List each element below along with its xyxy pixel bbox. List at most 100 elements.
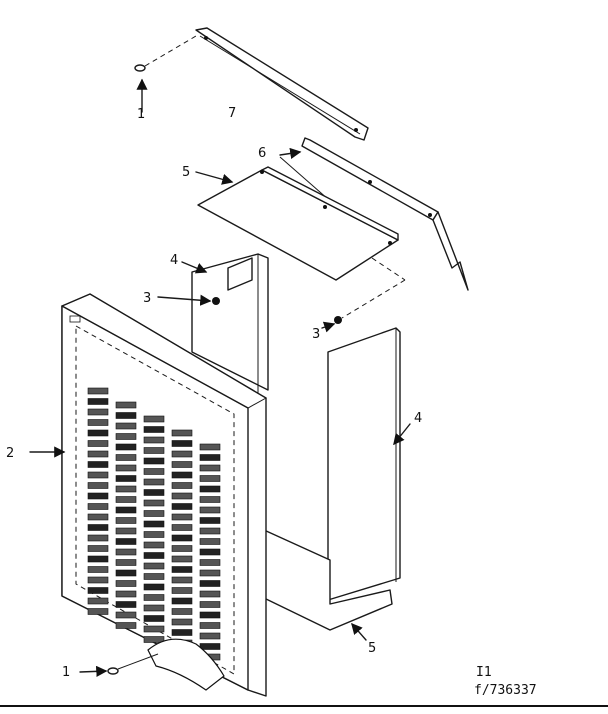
louver-slot [115, 622, 137, 629]
louver-slot [143, 415, 165, 423]
louver-slot [143, 478, 165, 486]
louver-slot [171, 587, 193, 594]
louver-slot [87, 566, 109, 573]
louver-slot [87, 534, 109, 542]
figure-number: f/736337 [474, 683, 537, 698]
louver-slot [143, 468, 165, 475]
louver-slot [199, 517, 221, 524]
louver-slot [115, 433, 137, 440]
louver-slot [115, 569, 137, 577]
callout-1-bottom: 1 [62, 665, 70, 680]
louver-slot [199, 601, 221, 608]
louver-slot [171, 597, 193, 605]
louver-slot [115, 475, 137, 482]
louver-slot [115, 611, 137, 619]
louver-slot [171, 629, 193, 636]
louver-slot [143, 510, 165, 517]
callout-6: 6 [258, 146, 266, 161]
louver-slot [143, 552, 165, 559]
louver-slot [115, 559, 137, 566]
callout-5-top: 5 [182, 165, 190, 180]
louver-slot [87, 545, 109, 552]
louver-slot [171, 450, 193, 458]
louver-slot [171, 608, 193, 615]
louver-slot [115, 412, 137, 419]
louver-slot [143, 447, 165, 454]
louver-slot [199, 559, 221, 566]
louver-slot [115, 454, 137, 461]
louver-slot [143, 531, 165, 538]
louver-slot [199, 611, 221, 619]
louver-slot [171, 503, 193, 510]
louver-slot [171, 429, 193, 437]
louver-slot [115, 401, 137, 409]
louver-slot [115, 517, 137, 524]
louver-slot [171, 576, 193, 584]
grille-louvers [87, 387, 221, 661]
louver-slot [199, 622, 221, 629]
louver-slot [143, 436, 165, 444]
louver-slot [87, 576, 109, 584]
louver-slot [171, 471, 193, 479]
louver-slot [199, 454, 221, 461]
louver-slot [143, 594, 165, 601]
louver-slot [143, 541, 165, 549]
louver-slot [143, 615, 165, 622]
louver-slot [199, 485, 221, 493]
louver-slot [199, 538, 221, 545]
left-side-panel-part-4 [181, 253, 269, 395]
louver-slot [143, 562, 165, 570]
louver-slot [171, 461, 193, 468]
louver-slot [171, 482, 193, 489]
louver-slot [115, 601, 137, 608]
louver-slot [143, 625, 165, 633]
louver-slot [143, 499, 165, 507]
louver-slot [199, 475, 221, 482]
louver-slot [143, 457, 165, 465]
louver-slot [87, 513, 109, 521]
callout-3-left: 3 [143, 291, 151, 306]
screw-left-part-3 [157, 294, 220, 306]
louver-slot [171, 555, 193, 563]
sheet-code: I1 [476, 665, 492, 680]
louver-slot [199, 580, 221, 587]
louver-slot [115, 590, 137, 598]
front-grille-part-2 [29, 293, 268, 697]
louver-slot [199, 590, 221, 598]
louver-slot [199, 464, 221, 472]
louver-slot [115, 443, 137, 451]
louver-slot [87, 608, 109, 615]
louver-slot [115, 548, 137, 556]
louver-slot [87, 492, 109, 500]
louver-slot [171, 618, 193, 626]
louver-slot [87, 555, 109, 563]
louver-slot [115, 422, 137, 430]
callout-1-top: 1 [137, 107, 145, 122]
callout-4-left: 4 [170, 253, 178, 268]
screw-right-part-3 [321, 316, 342, 333]
louver-slot [171, 492, 193, 500]
louver-slot [171, 524, 193, 531]
louver-slot [115, 485, 137, 493]
louver-slot [199, 496, 221, 503]
louver-slot [115, 496, 137, 503]
louver-slot [87, 503, 109, 510]
louver-slot [87, 482, 109, 489]
louver-slot [143, 573, 165, 580]
louver-slot [87, 597, 109, 605]
louver-slot [143, 520, 165, 528]
louver-slot [171, 534, 193, 542]
screw-bottom-part-1 [79, 653, 159, 677]
louver-slot [87, 398, 109, 405]
louver-slot [87, 461, 109, 468]
screw-top-part-1 [134, 64, 148, 113]
top-bracket-part-7 [144, 27, 369, 141]
callout-7: 7 [228, 106, 236, 121]
callout-5-bottom: 5 [368, 641, 376, 656]
right-side-panel-part-4 [327, 327, 411, 601]
louver-slot [115, 527, 137, 535]
bottom-plate-part-5 [263, 529, 393, 641]
louver-slot [171, 513, 193, 521]
louver-slot [199, 548, 221, 556]
